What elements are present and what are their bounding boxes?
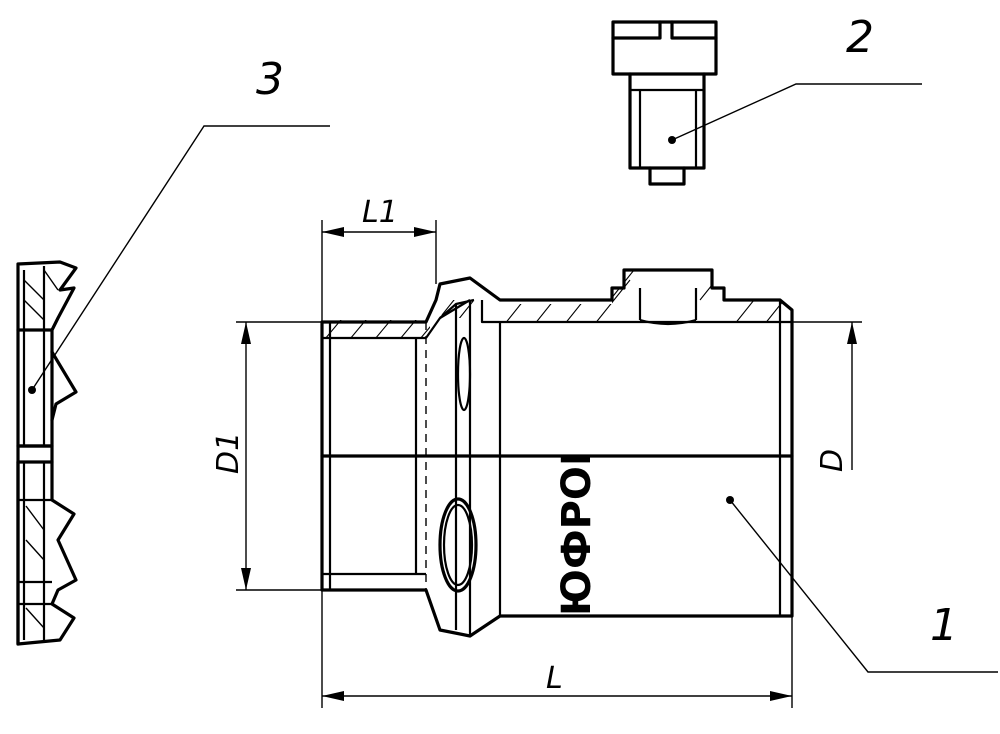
callout-3: 3 bbox=[256, 54, 284, 105]
brand-emboss: ЮФРОГ bbox=[554, 441, 600, 616]
callout-2: 2 bbox=[846, 12, 874, 63]
thread-hatching bbox=[325, 320, 430, 338]
callout-1: 1 bbox=[930, 600, 958, 651]
brand-text: ЮФРОГ bbox=[554, 441, 600, 616]
part-1-fitting-body bbox=[320, 268, 794, 638]
dim-label-D1: D1 bbox=[211, 432, 246, 474]
leader-lines bbox=[31, 83, 998, 673]
dimension-lines bbox=[236, 220, 862, 708]
dim-label-L: L bbox=[546, 661, 563, 696]
dim-label-D: D bbox=[815, 449, 850, 472]
part-3-toothed-ring bbox=[16, 260, 78, 646]
dim-label-L1: L1 bbox=[362, 195, 398, 230]
part-2-screw bbox=[611, 20, 718, 186]
